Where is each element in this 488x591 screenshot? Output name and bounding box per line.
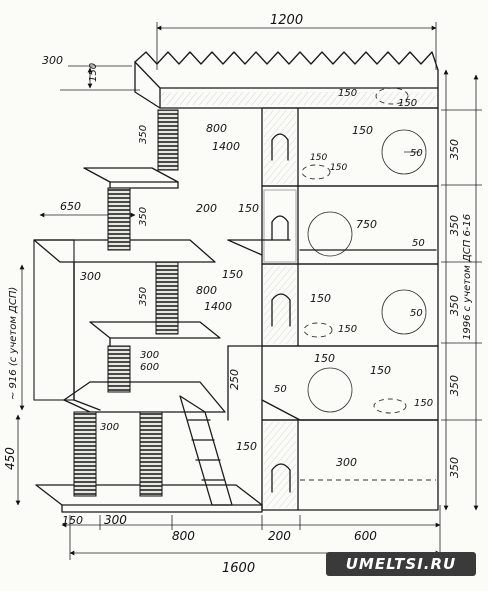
dim-bottom-150: 150 [62, 514, 83, 527]
middle-cabin-1 [227, 185, 439, 265]
bottom-cabin [261, 419, 439, 511]
dimension-lines [15, 22, 482, 560]
dim-bottom-600: 600 [354, 529, 377, 543]
dim-right-h4: 350 [448, 375, 461, 396]
dim-post4-300: 300 [100, 422, 119, 433]
total-height-note: 1996 с учетом ДСП 6-16 [462, 214, 473, 340]
dim-step-600: 600 [140, 362, 159, 373]
scratching-posts [73, 109, 179, 497]
dim-shelf3-300: 300 [80, 270, 101, 283]
dim-right-h3: 350 [448, 295, 461, 316]
dim-bottom-300: 300 [104, 513, 127, 527]
dim-hole2-radius: 50 [412, 238, 425, 249]
dim-hole4-diameter: 150 [314, 352, 335, 365]
dim-hole4-150: 150 [370, 364, 391, 377]
dim-arch3-150b: 150 [338, 324, 357, 335]
dim-shelf3-800: 800 [196, 284, 217, 297]
dim-hole4-50: 50 [274, 384, 287, 395]
dim-side-250: 250 [228, 369, 241, 390]
dim-roof-hole-b: 150 [398, 98, 417, 109]
dim-post2-height: 350 [138, 207, 149, 226]
dim-post3-height: 350 [138, 287, 149, 306]
dim-bottom-200: 200 [268, 529, 291, 543]
dim-hole3-radius: 50 [410, 308, 423, 319]
dim-arch1-b: 150 [330, 163, 347, 173]
dim-roof-height: 150 [88, 63, 99, 82]
dim-shelf1-len: 800 [206, 122, 227, 135]
dim-hole1-radius: 50 [410, 148, 423, 159]
dim-total-width: 1600 [222, 561, 255, 576]
watermark-badge: UMELTSI.RU [326, 552, 476, 576]
dim-hole2-diameter: 750 [356, 218, 377, 231]
dim-box-300: 300 [336, 456, 357, 469]
dim-arch1-a: 150 [310, 153, 327, 163]
dim-shelf3-150: 150 [222, 268, 243, 281]
dim-arch4-150: 150 [236, 440, 257, 453]
dimension-labels: 1200 300 150 150 150 800 1400 350 150 50… [3, 13, 473, 576]
dim-top-left-offset: 300 [42, 54, 63, 67]
dim-shelf3-1400: 1400 [204, 300, 232, 313]
dim-arch3-150: 150 [310, 292, 331, 305]
dim-shelf1-len2: 1400 [212, 140, 240, 153]
dim-gap-200: 200 [196, 202, 217, 215]
dim-step-300: 300 [140, 350, 159, 361]
dim-hole1-diameter: 150 [352, 124, 373, 137]
dim-top-width: 1200 [270, 13, 303, 28]
dim-roof-hole-a: 150 [338, 88, 357, 99]
top-cabin [261, 107, 439, 187]
dim-lower-150: 150 [414, 398, 433, 409]
dim-left-shelf: 650 [60, 200, 81, 213]
dim-right-h5: 350 [448, 457, 461, 478]
dim-right-h2: 350 [448, 215, 461, 236]
dim-bottom-800: 800 [172, 529, 195, 543]
roof [134, 51, 439, 109]
dim-bottom-450: 450 [3, 447, 17, 470]
dim-right-h1: 350 [448, 139, 461, 160]
left-height-note: ~ 916 (с учетом ДСП) [8, 287, 19, 400]
dim-gap-150: 150 [238, 202, 259, 215]
dim-post1-height: 350 [138, 125, 149, 144]
